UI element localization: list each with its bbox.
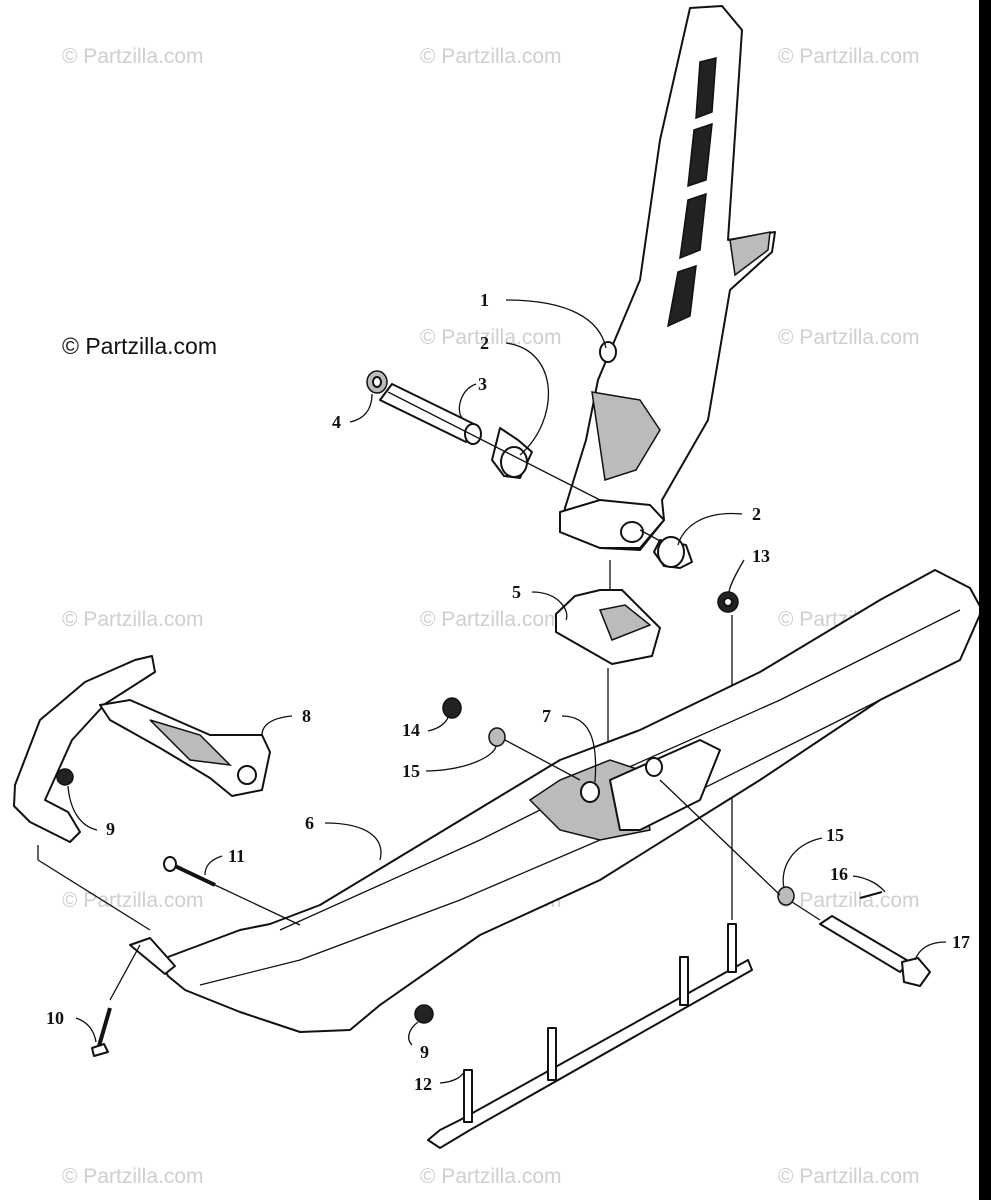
watermark: © Partzilla.com — [420, 1165, 562, 1188]
bolt-part — [163, 856, 301, 926]
callout-label: 10 — [46, 1008, 64, 1028]
wear-bar-part — [427, 923, 753, 1149]
callout-label: 5 — [512, 582, 521, 602]
callout-label: 13 — [752, 546, 770, 566]
watermark: © Partzilla.com — [778, 45, 920, 68]
callout-label: 15 — [402, 761, 420, 781]
watermark: © Partzilla.com — [420, 608, 562, 631]
watermark: © Partzilla.com — [62, 45, 204, 68]
callout-label: 14 — [402, 720, 420, 740]
bolt-part — [91, 944, 141, 1057]
callout-label: 6 — [305, 813, 314, 833]
watermark: © Partzilla.com — [778, 1165, 920, 1188]
callout-label: 3 — [478, 374, 487, 394]
callout-label: 7 — [542, 706, 551, 726]
watermark: © Partzilla.com — [778, 326, 920, 349]
callout-label: 16 — [830, 864, 848, 884]
callout-label: 15 — [826, 825, 844, 845]
callout-label: 9 — [106, 819, 115, 839]
wedge-part — [555, 560, 661, 760]
watermark: © Partzilla.com — [420, 45, 562, 68]
callout-label: 12 — [414, 1074, 432, 1094]
callout-label: 8 — [302, 706, 311, 726]
callout-label: 9 — [420, 1042, 429, 1062]
watermark: © Partzilla.com — [62, 889, 204, 912]
callout-label: 2 — [752, 504, 761, 524]
watermark: © Partzilla.com — [778, 889, 920, 912]
washer-part — [442, 697, 795, 906]
watermark: © Partzilla.com — [62, 1165, 204, 1188]
copyright-notice: © Partzilla.com — [62, 333, 217, 359]
callout-labels: 1 2 3 4 2 13 5 8 14 7 15 9 6 11 15 16 17… — [46, 290, 970, 1094]
leader-lines — [67, 299, 947, 1084]
callout-label: 1 — [480, 290, 489, 310]
callout-label: 4 — [332, 412, 341, 432]
pivot-hardware — [366, 370, 693, 569]
nut-part — [56, 768, 74, 786]
ski-loop-part — [13, 655, 271, 843]
assembly-lines — [37, 845, 151, 931]
callout-label: 11 — [228, 846, 245, 866]
callout-label: 17 — [952, 932, 970, 952]
callout-label: 2 — [480, 333, 489, 353]
watermark: © Partzilla.com — [62, 608, 204, 631]
watermark: © Partzilla.com — [420, 326, 562, 349]
ski-part — [129, 569, 983, 1033]
spindle-part — [559, 5, 776, 551]
page-edge — [979, 0, 991, 1200]
